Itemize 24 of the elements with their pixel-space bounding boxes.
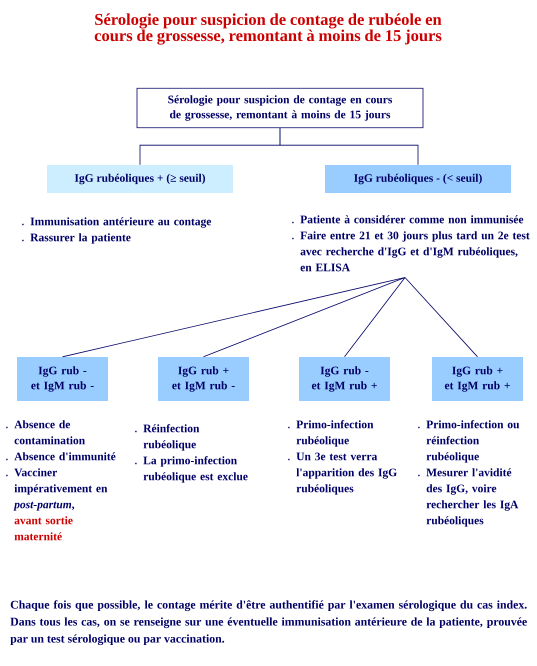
bullet-list: Absence de contamination Absence d'immunité Vacciner impérativement en post-partum, avant sortie maternité — [6, 420, 116, 540]
bullet-list: Primo-infection rubéolique Un 3e test verra l'apparition des IgG rubéoliques — [288, 420, 397, 495]
connector-line — [404, 277, 478, 358]
result-box: IgG rub + et IgM rub - — [158, 357, 249, 401]
connector-line — [62, 277, 406, 358]
connector-line — [344, 277, 406, 358]
bullet-list: Primo-infection ou réinfection rubéolique Mesurer l'avidité des IgG, voire rechercher les IgA rubéoliques — [418, 420, 520, 527]
result-box: IgG rub - et IgM rub + — [299, 357, 390, 401]
title-text: Sérologie pour suspicion de contage de rubéole en cours de grossesse, remontant à moins de 15 jours — [94, 13, 442, 45]
node-label: Vacciner impérativement en post-partum, — [13, 468, 108, 511]
node-label: Absence de contamination — [14, 420, 85, 444]
caption-text: Chaque fois que possible, le contage mérite d'être authentifié par l'examen sérologique du cas index. Dans tous les cas, on se renseigne sur une éventuelle immunisation antérieure de la patiente, prouvée par un test sérologique ou par vaccination. — [10, 600, 527, 646]
bullet-list: Réinfection rubéolique La primo-infection rubéolique est exclue — [135, 424, 248, 483]
bullet-list: Immunisation antérieure au contage Rassurer la patiente — [22, 217, 212, 244]
process-box: Sérologie pour suspicion de contage en cours de grossesse, remontant à moins de 15 jours — [136, 88, 424, 128]
bullet-list: Patiente à considérer comme non immunisée Faire entre 21 et 30 jours plus tard un 2e test avec recherche d'IgG et d'IgM rubéoliques, en ELISA — [292, 215, 530, 272]
node-label: Absence d'immunité — [14, 452, 116, 460]
result-box: IgG rub + et IgM rub + — [432, 357, 523, 401]
result-box: IgG rubéoliques - (< seuil) — [325, 165, 511, 193]
result-box: IgG rub - et IgM rub - — [17, 357, 108, 401]
result-box: IgG rubéoliques + (≥ seuil) — [47, 165, 233, 193]
node-label: avant sortie maternité — [14, 516, 73, 540]
connector-line — [280, 128, 418, 166]
connector-line — [203, 277, 406, 358]
